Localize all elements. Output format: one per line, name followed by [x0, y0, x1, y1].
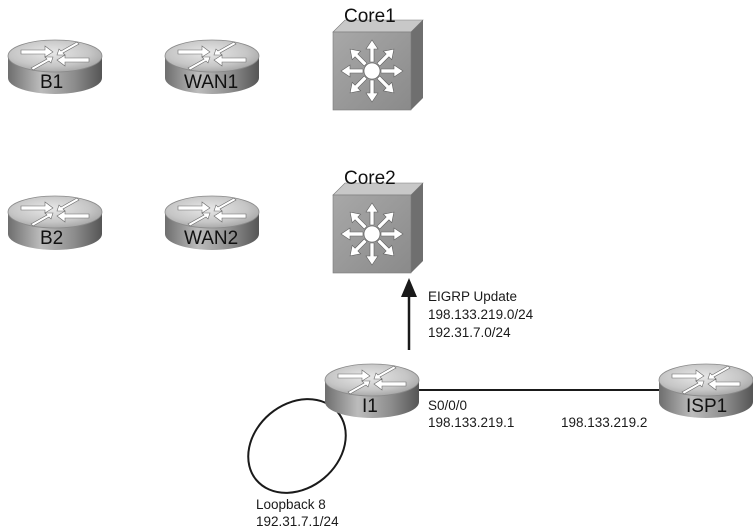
eigrp-route-1: 198.133.219.0/24 — [428, 307, 534, 322]
switch-core1-icon[interactable] — [333, 20, 423, 110]
label-core2: Core2 — [344, 168, 396, 189]
label-b2: B2 — [40, 228, 64, 249]
label-wan1: WAN1 — [184, 72, 239, 93]
loopback-ip-label: 192.31.7.1/24 — [256, 514, 339, 529]
label-core1: Core1 — [344, 6, 396, 27]
label-i1: I1 — [362, 396, 378, 417]
i1-interface-label: S0/0/0 — [428, 398, 468, 413]
i1-ip-label: 198.133.219.1 — [428, 415, 515, 430]
label-b1: B1 — [40, 72, 64, 93]
loopback-name-label: Loopback 8 — [256, 497, 326, 512]
label-isp1: ISP1 — [686, 396, 728, 417]
switch-core2-icon[interactable] — [333, 183, 423, 273]
label-wan2: WAN2 — [184, 228, 239, 249]
eigrp-update-arrowhead — [401, 278, 417, 297]
eigrp-update-title: EIGRP Update — [428, 289, 518, 304]
eigrp-route-2: 192.31.7.0/24 — [428, 325, 511, 340]
isp1-ip-label: 198.133.219.2 — [561, 415, 648, 430]
